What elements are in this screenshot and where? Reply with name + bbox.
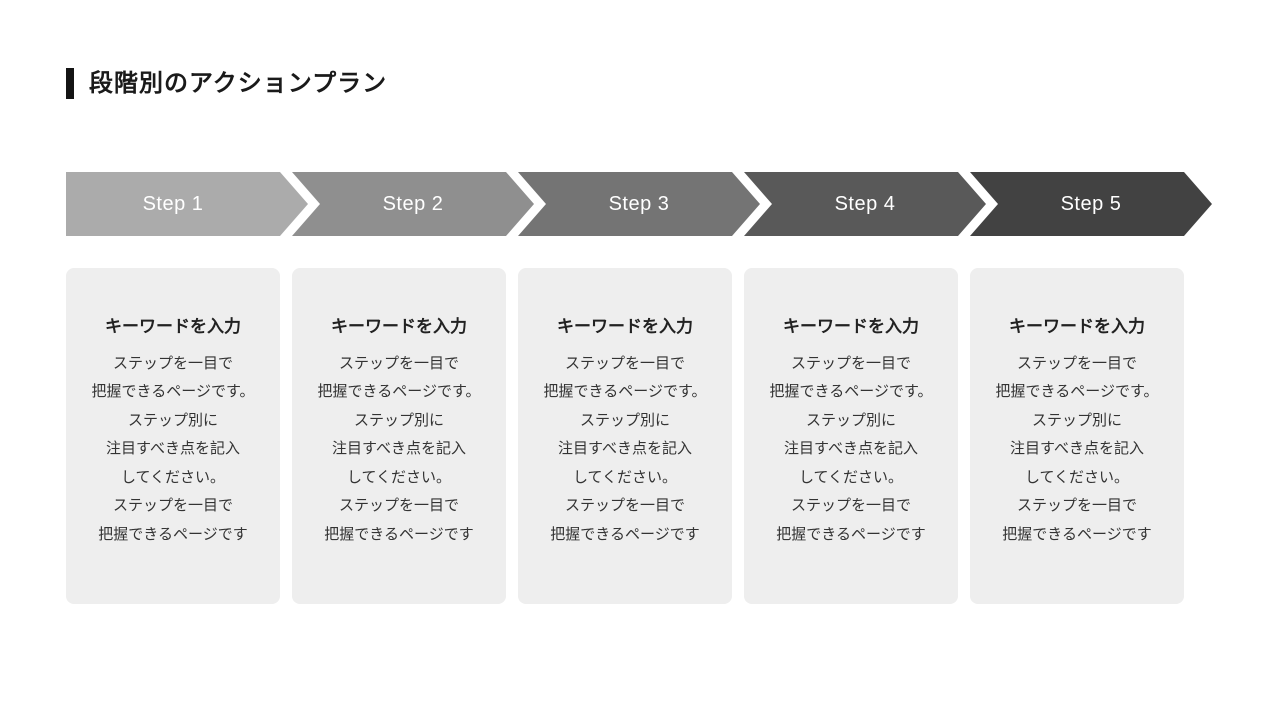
step-card-2: キーワードを入力 ステップを一目で 把握できるページです。 ステップ別に 注目す…	[292, 268, 506, 604]
step-arrow-5: Step 5	[970, 172, 1212, 236]
step-arrow-3-label: Step 3	[608, 192, 670, 215]
step-card-4-body: ステップを一目で 把握できるページです。 ステップ別に 注目すべき点を記入 して…	[769, 354, 933, 543]
step-card-2-heading: キーワードを入力	[331, 317, 467, 336]
step-card-2-body: ステップを一目で 把握できるページです。 ステップ別に 注目すべき点を記入 して…	[317, 354, 481, 543]
step-card-1: キーワードを入力 ステップを一目で 把握できるページです。 ステップ別に 注目す…	[66, 268, 280, 604]
step-arrow-1-label: Step 1	[142, 192, 204, 215]
step-arrow-4-label: Step 4	[834, 192, 896, 215]
step-arrow-1: Step 1	[66, 172, 308, 236]
slide-title: 段階別のアクションプラン	[89, 69, 388, 97]
slide-title-block: 段階別のアクションプラン	[66, 68, 387, 99]
step-arrow-5-label: Step 5	[1060, 192, 1122, 215]
title-accent-bar	[66, 68, 74, 99]
step-card-4: キーワードを入力 ステップを一目で 把握できるページです。 ステップ別に 注目す…	[744, 268, 958, 604]
step-arrow-band: Step 1 Step 2 Step 3 Step 4 Step 5	[0, 172, 1280, 236]
step-arrow-2-label: Step 2	[382, 192, 444, 215]
step-arrow-3: Step 3	[518, 172, 760, 236]
step-card-3-body: ステップを一目で 把握できるページです。 ステップ別に 注目すべき点を記入 して…	[543, 354, 707, 543]
step-arrow-4: Step 4	[744, 172, 986, 236]
step-card-1-heading: キーワードを入力	[105, 317, 241, 336]
step-card-5-body: ステップを一目で 把握できるページです。 ステップ別に 注目すべき点を記入 して…	[995, 354, 1159, 543]
step-card-3: キーワードを入力 ステップを一目で 把握できるページです。 ステップ別に 注目す…	[518, 268, 732, 604]
step-arrow-2: Step 2	[292, 172, 534, 236]
step-card-3-heading: キーワードを入力	[557, 317, 693, 336]
step-card-5: キーワードを入力 ステップを一目で 把握できるページです。 ステップ別に 注目す…	[970, 268, 1184, 604]
step-card-1-body: ステップを一目で 把握できるページです。 ステップ別に 注目すべき点を記入 して…	[91, 354, 255, 543]
step-card-4-heading: キーワードを入力	[783, 317, 919, 336]
step-card-5-heading: キーワードを入力	[1009, 317, 1145, 336]
